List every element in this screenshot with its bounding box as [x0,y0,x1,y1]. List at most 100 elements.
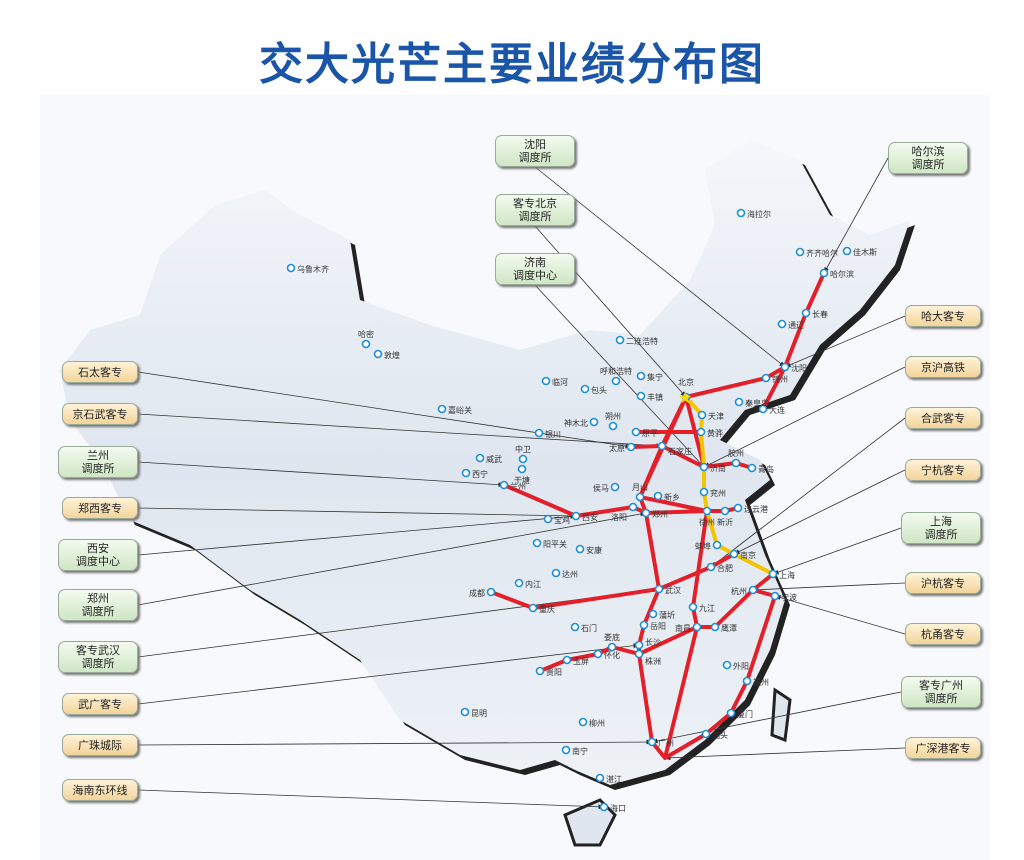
city-label: 安康 [586,545,602,555]
city-label: 达州 [562,569,578,579]
callout-hewu[interactable]: 合武客专 [905,407,981,429]
city-label: 敦煌 [384,350,400,360]
callout-harbin[interactable]: 哈尔滨 调度所 [888,142,968,174]
city-label: 兰州 [510,481,526,491]
city-label: 武汉 [665,585,681,595]
callout-zhengxi[interactable]: 郑西客专 [62,497,138,519]
city-label: 二连浩特 [626,336,658,346]
callout-hada[interactable]: 哈大客专 [905,305,981,327]
city-label: 月山 [632,482,648,492]
callout-beijing[interactable]: 客专北京 调度所 [495,194,575,226]
callout-arrow [137,643,640,705]
callout-label: 哈尔滨 调度所 [911,145,945,171]
city-label: 哈密 [358,329,374,339]
city-label: 贵阳 [546,667,562,677]
callout-wuhan[interactable]: 客专武汉 调度所 [58,641,138,673]
city-marker [706,562,716,572]
city-label: 杭州 [731,586,747,596]
callout-shanghai[interactable]: 上海 调度所 [901,512,981,544]
city-label: 连云港 [744,504,768,514]
city-label: 石家庄 [668,446,692,456]
callout-label: 合武客专 [921,411,965,425]
rail-line-red [761,272,826,410]
city-label: 汕头 [712,730,728,740]
callout-zhengzhou[interactable]: 郑州 调度所 [58,589,138,621]
city-label: 新沂 [717,517,733,527]
city-marker [688,602,698,612]
city-label: 丰镇 [647,392,663,402]
callout-label: 沪杭客专 [921,576,965,590]
callout-label: 沈阳 调度所 [518,138,552,164]
city-label: 鹰潭 [721,623,737,633]
callout-arrow [137,789,605,810]
city-marker [770,591,780,601]
city-marker [731,458,741,468]
callout-guangzhu[interactable]: 广珠城际 [62,734,138,756]
callout-label: 石太客专 [78,365,122,379]
callout-arrow [534,166,786,368]
city-marker [486,587,496,597]
city-marker [499,480,509,490]
city-label: 原平 [642,429,658,438]
callout-arrow [774,595,906,635]
city-label: 郑州 [652,509,668,519]
city-marker [543,514,553,524]
city-marker [819,268,829,278]
callout-guangzhou[interactable]: 客专广州 调度所 [901,676,981,708]
city-marker [460,707,470,717]
city-marker [699,462,709,472]
callout-shitai[interactable]: 石太客专 [62,361,138,383]
city-label: 银川 [545,429,561,439]
city-marker [701,729,711,739]
city-label: 蚌埠 [695,541,711,551]
callout-label: 客专北京 调度所 [513,197,557,223]
callout-label: 上海 调度所 [924,515,958,541]
city-marker [768,569,778,579]
city-marker [641,508,651,518]
callout-label: 郑西客专 [78,501,122,515]
city-marker [777,319,787,329]
capital-star-icon: ★ [678,388,692,407]
city-label: 乌鲁木齐 [297,264,329,274]
callout-arrow [137,461,505,488]
city-label: 广州 [658,738,674,748]
callout-wuguang[interactable]: 武广客专 [62,693,138,715]
city-label: 呼和浩特 [600,366,632,376]
city-marker [561,745,571,755]
city-marker [437,404,447,414]
city-label: 宁波 [781,592,797,602]
city-marker [286,263,296,273]
city-marker [631,427,641,437]
city-marker [736,208,746,218]
callout-guangshengang[interactable]: 广深港客专 [905,737,981,759]
callout-label: 广深港客专 [915,741,971,755]
city-marker [758,404,768,414]
callout-jinghu[interactable]: 京沪高铁 [905,356,981,378]
callout-jinan[interactable]: 济南 调度中心 [495,253,575,285]
city-label: 神木北 [564,418,588,428]
city-label: 侯马 [593,484,609,493]
city-label: 威武 [486,454,502,464]
callout-label: 西安 调度中心 [76,542,120,568]
callout-xian[interactable]: 西安 调度中心 [58,539,138,571]
city-label: 秦皇岛 [745,398,769,408]
callout-arrow [710,417,906,568]
callout-shenyang[interactable]: 沈阳 调度所 [495,135,575,167]
city-marker [562,655,572,665]
callout-jingshiwu[interactable]: 京石武客专 [62,403,138,425]
city-label: 青岛 [758,464,774,474]
callout-huhang[interactable]: 沪杭客专 [905,572,981,594]
city-marker [647,737,657,747]
city-label: 佳木斯 [853,247,877,257]
city-label: 玉屏 [573,657,589,666]
callout-hainan[interactable]: 海南东环线 [62,779,138,801]
city-marker [635,492,645,502]
callout-arrow [137,371,632,449]
callout-label: 广珠城际 [78,738,122,752]
callout-label: 客专广州 调度所 [919,679,963,705]
callout-arrow [137,514,577,556]
city-label: 长春 [812,309,828,319]
callout-ninghang[interactable]: 宁杭客专 [905,459,981,481]
callout-hangyong[interactable]: 杭甬客专 [905,623,981,645]
callout-lanzhou[interactable]: 兰州 调度所 [58,446,138,478]
